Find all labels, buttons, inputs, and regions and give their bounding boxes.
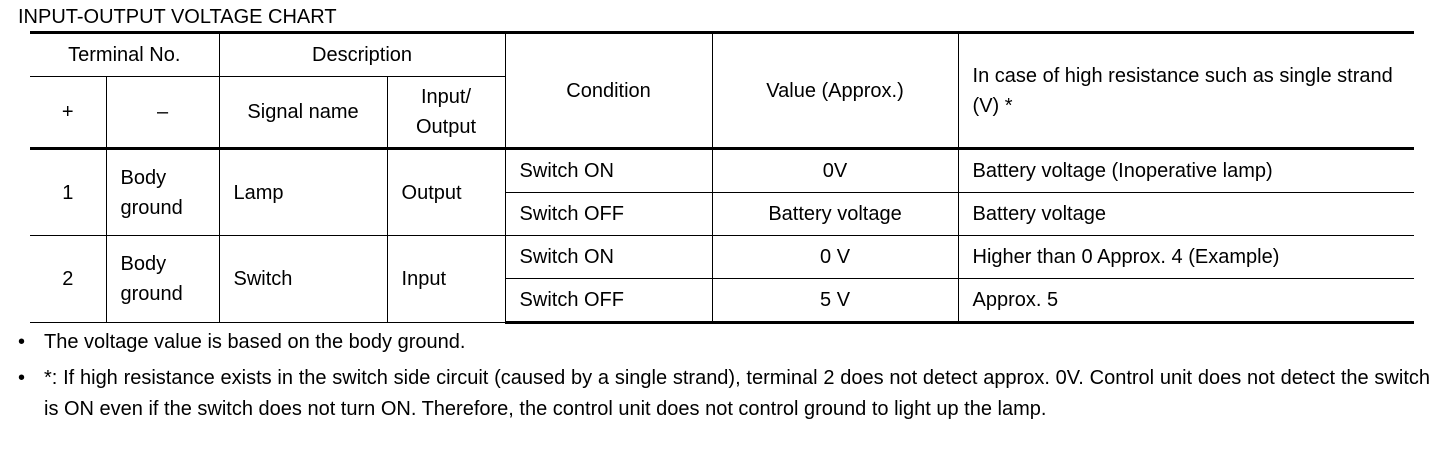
high-resistance-cell: Battery voltage [957,192,1415,236]
condition-cell: Switch OFF [504,192,713,236]
header-plus: + [30,76,107,149]
header-signal-name: Signal name [218,76,388,149]
table-row: Switch OFF Battery voltage Battery volta… [30,192,1415,236]
table-row: 1 Body ground Lamp Output Switch ON 0V Ba… [30,147,1415,236]
header-description: Description [218,31,506,77]
header-high-resistance: In case of high resistance such as singl… [957,31,1415,150]
terminal-minus-line2: ground [120,283,183,305]
table-row: Switch OFF 5 V Approx. 5 [30,278,1415,324]
condition-cell: Switch ON [504,147,713,193]
header-terminal-no: Terminal No. [30,31,220,77]
value-cell: 0V [711,147,959,193]
page-title: INPUT-OUTPUT VOLTAGE CHART [18,6,337,28]
list-item: • *: If high resistance exists in the sw… [18,363,1430,425]
header-value: Value (Approx.) [711,31,959,150]
header-row-1: Terminal No. Description Condition Value… [30,31,1415,150]
high-resistance-cell: Higher than 0 Approx. 4 (Example) [957,235,1415,279]
high-resistance-cell: Battery voltage (Inoperative lamp) [957,147,1415,193]
value-cell: 5 V [711,278,959,324]
condition-cell: Switch OFF [504,278,713,324]
terminal-minus-cell: Body ground [105,147,220,236]
terminal-minus-line1: Body [120,166,167,189]
note-text: The voltage value is based on the body g… [44,331,466,353]
terminal-plus-cell: 1 [30,147,107,236]
high-resistance-cell: Approx. 5 [957,278,1415,324]
io-cell: Output [386,147,506,236]
list-item: • The voltage value is based on the body… [18,327,1430,358]
bullet-icon: • [18,367,26,389]
value-cell: 0 V [711,235,959,279]
bullet-icon: • [18,331,26,353]
header-input-output: Input/Output [386,76,506,149]
note-text: *: If high resistance exists in the swit… [44,367,1430,420]
terminal-minus-line1: Body [120,253,167,275]
header-io-line2: Output [416,116,477,138]
terminal-minus-cell: Body ground [105,235,220,323]
header-io-line1: Input/ [421,86,472,108]
notes-list: • The voltage value is based on the body… [18,327,1430,430]
header-condition: Condition [504,31,713,150]
terminal-minus-line2: ground [120,196,183,219]
terminal-plus-cell: 2 [30,235,107,323]
value-cell: Battery voltage [711,192,959,236]
io-cell: Input [386,235,506,323]
condition-cell: Switch ON [504,235,713,279]
voltage-chart-table: Terminal No. Description Condition Value… [30,31,1415,324]
signal-name-cell: Lamp [218,147,388,236]
header-minus: – [105,76,220,149]
signal-name-cell: Switch [218,235,388,323]
